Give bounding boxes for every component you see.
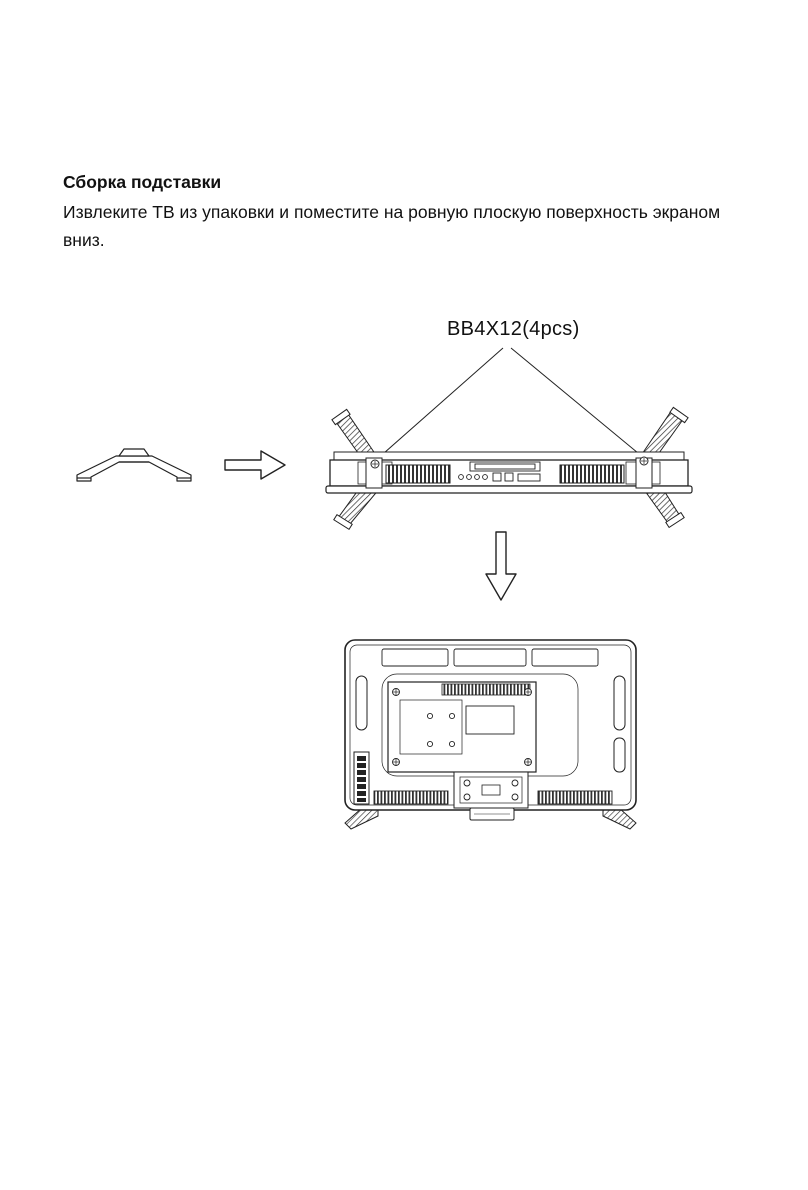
- bottom-label-plate: [469, 807, 515, 821]
- stand-leg-outline: [76, 448, 192, 482]
- speaker-grille-left: [373, 790, 449, 805]
- arrow-down-icon: [485, 531, 517, 601]
- side-connector-panel: [353, 751, 370, 805]
- arrow-right-icon: [224, 450, 286, 480]
- stand-leg-figure: [76, 448, 192, 482]
- screw-pointer-lines: [374, 347, 645, 462]
- stand-feet: [344, 807, 637, 830]
- vent-grille-left: [385, 464, 451, 484]
- connector-panel: [458, 461, 541, 482]
- vesa-vent-grille: [441, 683, 531, 696]
- speaker-grille-right: [537, 790, 613, 805]
- vesa-mount-panel: [387, 681, 537, 773]
- instruction-text-line-1: Извлеките ТВ из упаковки и поместите на …: [63, 202, 721, 222]
- arrow-down-shape: [485, 531, 517, 601]
- top-recess-panels: [381, 648, 599, 667]
- tv-back-view-figure: [344, 639, 637, 830]
- stand-foot-pads: [331, 406, 689, 531]
- vesa-screw-crosses: [393, 689, 531, 765]
- arrow-right-shape: [224, 450, 286, 480]
- vent-grille-right: [559, 464, 625, 484]
- side-handle-slots: [355, 675, 626, 773]
- stand-screws: [370, 456, 649, 469]
- section-heading: Сборка подставки: [63, 172, 222, 192]
- instruction-text-line-2: вниз.: [63, 230, 105, 250]
- stand-mount-bracket: [453, 771, 529, 809]
- tv-bottom-with-stands-figure: [325, 347, 693, 531]
- screw-spec-label: BB4X12(4pcs): [447, 318, 580, 340]
